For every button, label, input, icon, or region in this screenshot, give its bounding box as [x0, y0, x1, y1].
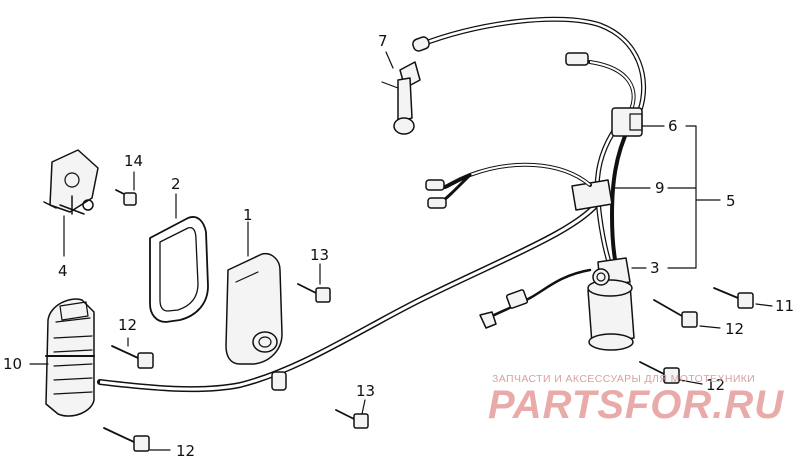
gasket	[149, 216, 209, 323]
bolt-12-c	[653, 299, 698, 328]
bolt-12-d	[639, 361, 680, 384]
connector-wire	[479, 268, 592, 329]
callout-12-c: 12	[725, 320, 744, 338]
callout-5: 5	[726, 192, 736, 210]
callout-1: 1	[243, 206, 253, 224]
ignition-coil	[587, 257, 635, 351]
upper-harness	[412, 16, 647, 268]
exciter-coil	[45, 298, 95, 417]
watermark-brand: PARTSFOR.RU	[488, 383, 784, 427]
watermark: ЗАПЧАСТИ И АКСЕССУАРЫ ДЛЯ МОТОТЕХНИКИ PA…	[488, 373, 784, 427]
bolt-14	[115, 189, 137, 206]
bolt-12-a	[111, 345, 154, 369]
callout-7: 7	[378, 32, 388, 50]
callout-4: 4	[58, 262, 68, 280]
callout-13-a: 13	[310, 246, 329, 264]
spark-plug-cap	[381, 61, 421, 135]
callout-11: 11	[775, 297, 794, 315]
bolt-13-lower	[335, 409, 369, 429]
leader-lines	[29, 51, 773, 451]
bolt-11	[713, 287, 754, 309]
callouts: 1 2 3 4 5 6 7 9 10 11 12 12 12 12 12 13 …	[3, 32, 794, 460]
callout-12-b: 12	[176, 442, 195, 460]
callout-3: 3	[650, 259, 660, 277]
main-wire	[97, 197, 603, 393]
callout-2: 2	[171, 175, 181, 193]
watermark-tagline: ЗАПЧАСТИ И АКСЕССУАРЫ ДЛЯ МОТОТЕХНИКИ	[492, 373, 755, 385]
callout-14: 14	[124, 152, 143, 170]
callout-12-d: 12	[706, 376, 725, 394]
bolt-12-b	[103, 427, 150, 452]
branch-wire	[425, 162, 592, 209]
callout-12-a: 12	[118, 316, 137, 334]
callout-6: 6	[668, 117, 678, 135]
callout-9: 9	[655, 179, 665, 197]
bolt-13-upper	[297, 283, 331, 303]
cover	[225, 252, 283, 365]
breaker-assembly	[43, 149, 99, 215]
callout-10: 10	[3, 355, 22, 373]
callout-13-b: 13	[356, 382, 375, 400]
